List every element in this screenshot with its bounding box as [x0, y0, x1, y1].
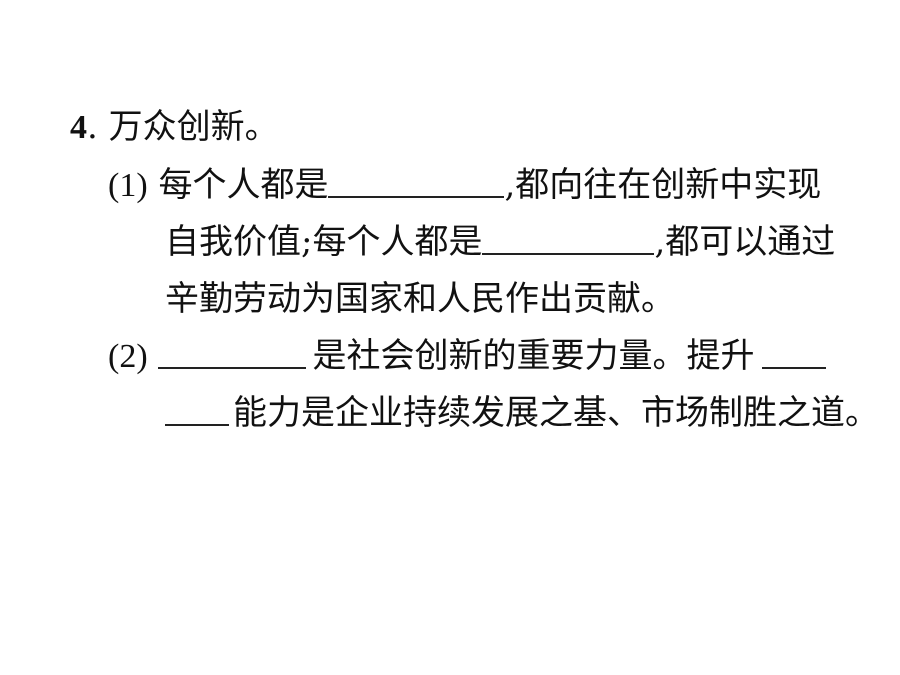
part1-blank-2[interactable]: [482, 223, 655, 255]
part2-text-b: 能力是企业持续发展之基、市场制胜之道。: [233, 393, 879, 433]
part1-text-b: ,都向往在创新中实现: [504, 165, 822, 205]
part1-text-d: ,都可以通过: [654, 222, 836, 262]
question-number: 4: [70, 109, 87, 146]
part1-text-c: 自我价值;每个人都是: [165, 222, 483, 262]
part1-text-a: 每个人都是: [158, 165, 329, 205]
part2-text-a: 是社会创新的重要力量。提升: [312, 336, 755, 376]
part2-blank-2[interactable]: [762, 337, 827, 369]
part1-text-e: 辛勤劳动为国家和人民作出贡献。: [165, 279, 675, 319]
part1-line1: (1) 每个人都是 ,都向往在创新中实现: [108, 165, 821, 205]
question-title-line: 4. 万众创新。: [70, 107, 279, 147]
part2-blank-2-cont[interactable]: [165, 394, 229, 426]
part1-label: (1): [108, 167, 148, 204]
question-title: . 万众创新。: [87, 107, 279, 147]
part1-line3: 辛勤劳动为国家和人民作出贡献。: [165, 279, 675, 319]
part1-line2: 自我价值;每个人都是 ,都可以通过: [165, 222, 835, 262]
part2-line2: 能力是企业持续发展之基、市场制胜之道。: [165, 393, 879, 433]
part2-label: (2): [108, 338, 148, 375]
part2-blank-1[interactable]: [158, 337, 307, 369]
part1-blank-1[interactable]: [328, 166, 505, 198]
part2-line1: (2) 是社会创新的重要力量。提升: [108, 336, 827, 376]
